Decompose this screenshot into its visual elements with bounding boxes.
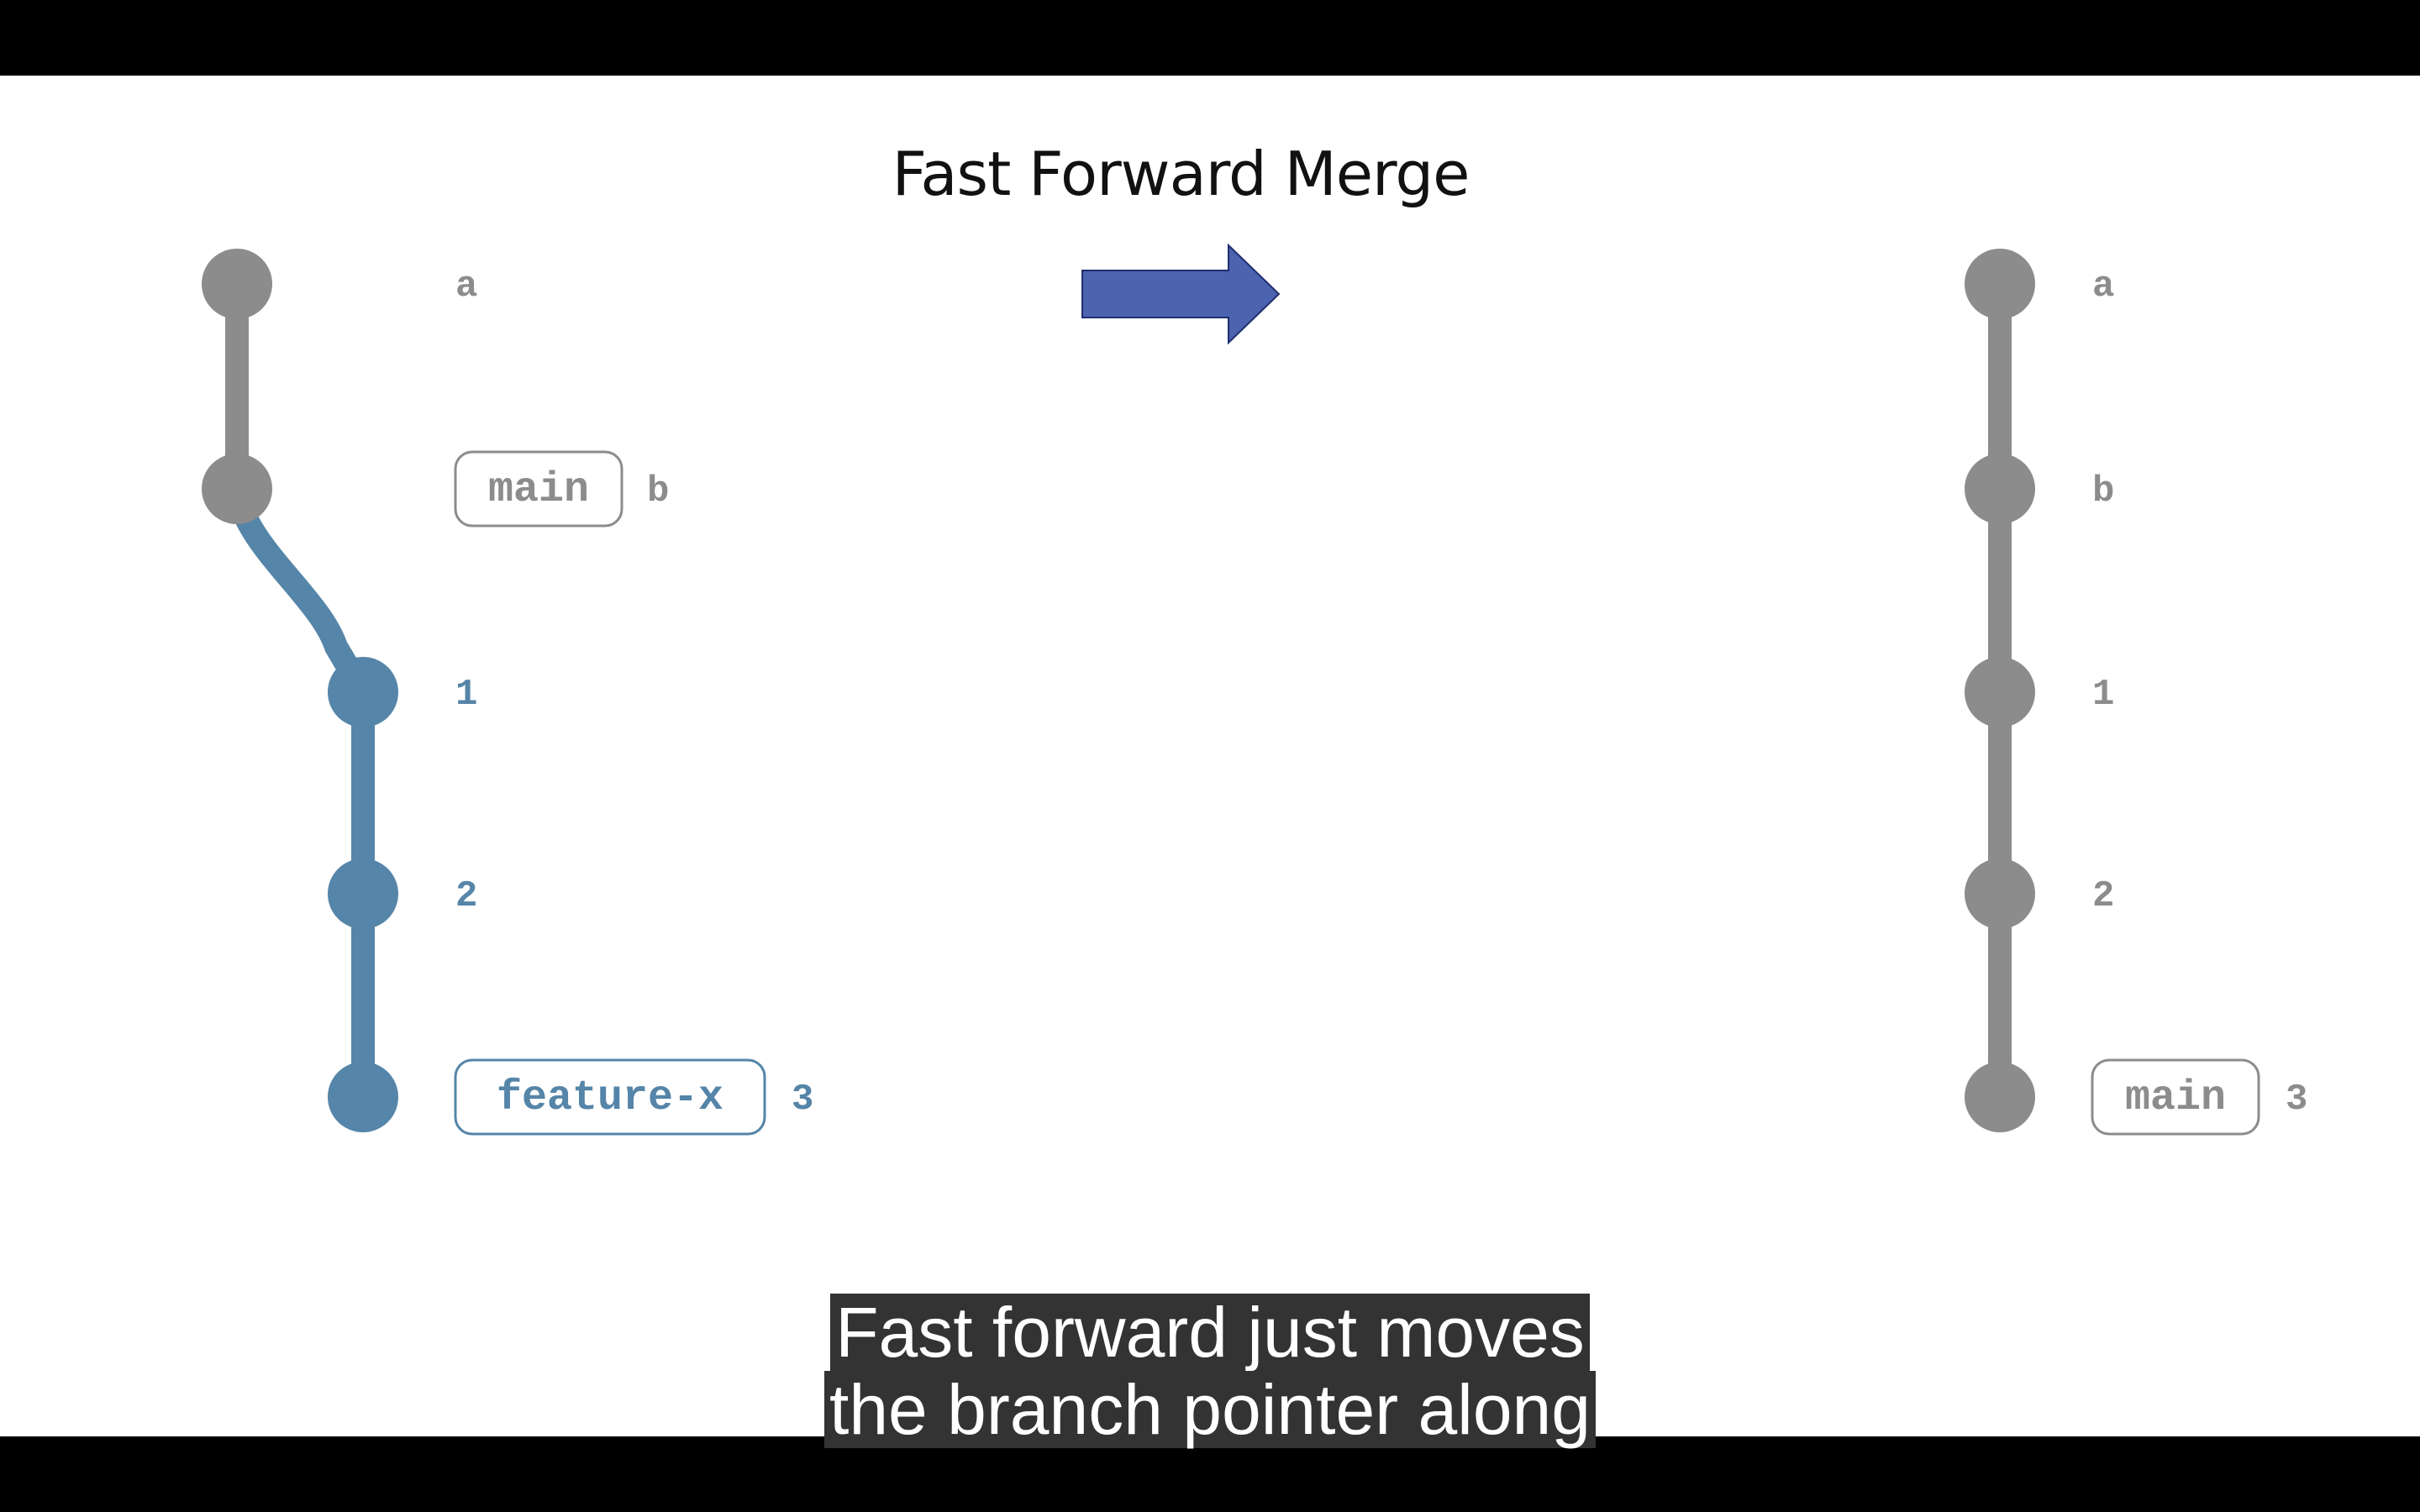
commit-label-b: b bbox=[647, 470, 669, 512]
letterbox-top bbox=[0, 0, 2420, 76]
branch-tag-main-label: main bbox=[488, 466, 589, 514]
commit-node-1 bbox=[1965, 657, 2035, 727]
caption-line-1: Fast forward just moves bbox=[830, 1294, 1590, 1371]
merge-arrow-icon bbox=[1081, 243, 1281, 345]
commit-node-b bbox=[1965, 454, 2035, 524]
commit-label-2: 2 bbox=[455, 875, 477, 917]
commit-label-2: 2 bbox=[2092, 875, 2114, 917]
after-graph: a b 1 2 main 3 bbox=[1965, 249, 2307, 1136]
before-graph: a main b 1 2 feature-x 3 bbox=[202, 249, 813, 1136]
commit-node-a bbox=[1965, 249, 2035, 319]
commit-node-3 bbox=[328, 1062, 398, 1132]
branch-tag-feature-x-label: feature-x bbox=[497, 1074, 723, 1122]
commit-node-3 bbox=[1965, 1062, 2035, 1132]
commit-label-a: a bbox=[2092, 265, 2114, 307]
commit-label-3: 3 bbox=[2286, 1079, 2307, 1121]
commit-node-2 bbox=[1965, 858, 2035, 929]
commit-node-b bbox=[202, 454, 272, 524]
commit-node-a bbox=[202, 249, 272, 319]
commit-label-3: 3 bbox=[792, 1079, 813, 1121]
branch-tag-main bbox=[454, 450, 623, 528]
branch-tag-main-label: main bbox=[2125, 1074, 2226, 1122]
commit-label-a: a bbox=[455, 265, 477, 307]
commit-label-1: 1 bbox=[455, 674, 477, 716]
commit-node-2 bbox=[328, 858, 398, 929]
git-diagram: a main b 1 2 feature-x 3 a b 1 2 main 3 bbox=[202, 243, 2307, 1136]
page-title: Fast Forward Merge bbox=[892, 139, 1470, 209]
subtitle-caption: Fast forward just moves the branch point… bbox=[0, 1294, 2420, 1448]
commit-label-1: 1 bbox=[2092, 674, 2114, 716]
commit-label-b: b bbox=[2092, 470, 2114, 512]
caption-line-2: the branch pointer along bbox=[824, 1371, 1596, 1448]
branch-tag-main bbox=[2091, 1058, 2260, 1136]
edge-b-1 bbox=[225, 477, 375, 704]
commit-node-1 bbox=[328, 657, 398, 727]
letterbox-bottom bbox=[0, 1436, 2420, 1512]
branch-tag-feature-x bbox=[454, 1058, 766, 1136]
